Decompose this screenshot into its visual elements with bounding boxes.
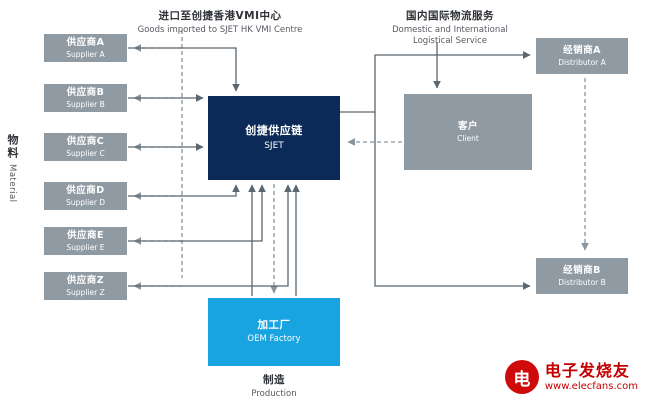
supplier-a-en: Supplier A [66, 49, 105, 59]
supplier-b-zh: 供应商B [66, 86, 105, 98]
elecfans-brand: 电子发烧友 [544, 360, 630, 380]
vmi-caption: 进口至创捷香港VMI中心 Goods imported to SJET HK V… [85, 8, 355, 36]
node-distributor-a: 经销商A Distributor A [536, 38, 628, 74]
supplier-c-en: Supplier C [66, 148, 105, 158]
node-distributor-b: 经销商B Distributor B [536, 258, 628, 294]
arrow-supplier-e-to-sjet [128, 184, 266, 242]
node-oem-factory: 加工厂 OEM Factory [208, 298, 340, 366]
production-caption-en: Production [251, 389, 297, 399]
supplier-d-zh: 供应商D [66, 184, 105, 196]
vmi-caption-zh: 进口至创捷香港VMI中心 [158, 10, 282, 22]
elecfans-watermark: 电 电子发烧友 www.elecfans.com [504, 360, 638, 394]
node-supplier-c: 供应商C Supplier C [44, 133, 127, 161]
supplier-z-en: Supplier Z [66, 287, 105, 297]
node-sjet: 创捷供应链 SJET [208, 96, 340, 180]
node-client: 客户 Client [404, 94, 532, 170]
arrow-supplier-d-to-sjet [128, 184, 240, 197]
supplier-c-zh: 供应商C [66, 135, 105, 147]
logistics-caption-zh: 国内国际物流服务 [406, 10, 494, 22]
oem-factory-zh: 加工厂 [257, 319, 291, 332]
supplier-d-en: Supplier D [65, 197, 106, 207]
sjet-zh: 创捷供应链 [245, 124, 303, 137]
distributor-b-en: Distributor B [558, 277, 606, 287]
production-caption-zh: 制造 [263, 374, 285, 386]
arrow-sjet-to-distributor-a [340, 51, 531, 113]
supplier-e-zh: 供应商E [67, 229, 104, 241]
node-supplier-e: 供应商E Supplier E [44, 227, 127, 255]
distributor-a-zh: 经销商A [563, 44, 601, 56]
node-supplier-b: 供应商B Supplier B [44, 84, 127, 112]
distributor-a-en: Distributor A [558, 57, 606, 67]
sjet-en: SJET [264, 140, 284, 151]
arrow-sjet-to-distributor-b [374, 112, 531, 290]
node-supplier-z: 供应商Z Supplier Z [44, 272, 127, 300]
arrow-supplier-z-to-sjet [128, 184, 292, 287]
elecfans-url: www.elecfans.com [544, 381, 638, 393]
logistics-caption: 国内国际物流服务 Domestic and International Logi… [365, 8, 535, 46]
material-caption: 物料 Material [4, 134, 20, 203]
material-caption-en: Material [7, 164, 17, 203]
production-caption: 制造 Production [208, 372, 340, 400]
supplier-a-zh: 供应商A [66, 36, 105, 48]
node-supplier-d: 供应商D Supplier D [44, 182, 127, 210]
client-en: Client [457, 133, 479, 143]
supplier-e-en: Supplier E [66, 242, 105, 252]
supplier-z-zh: 供应商Z [66, 274, 105, 286]
vmi-caption-en: Goods imported to SJET HK VMI Centre [137, 25, 303, 35]
logistics-caption-en1: Domestic and International [392, 25, 508, 35]
elecfans-text: 电子发烧友 www.elecfans.com [545, 362, 638, 393]
logistics-caption-en2: Logistical Service [412, 35, 488, 46]
arrow-supplier-a-to-sjet [128, 47, 240, 92]
supplier-b-en: Supplier B [66, 99, 105, 109]
distributor-b-zh: 经销商B [563, 264, 601, 276]
oem-factory-en: OEM Factory [247, 334, 301, 345]
node-supplier-a: 供应商A Supplier A [44, 34, 127, 62]
elecfans-logo-icon: 电 [504, 360, 539, 394]
material-caption-zh: 物料 [6, 134, 19, 160]
client-zh: 客户 [457, 120, 478, 132]
